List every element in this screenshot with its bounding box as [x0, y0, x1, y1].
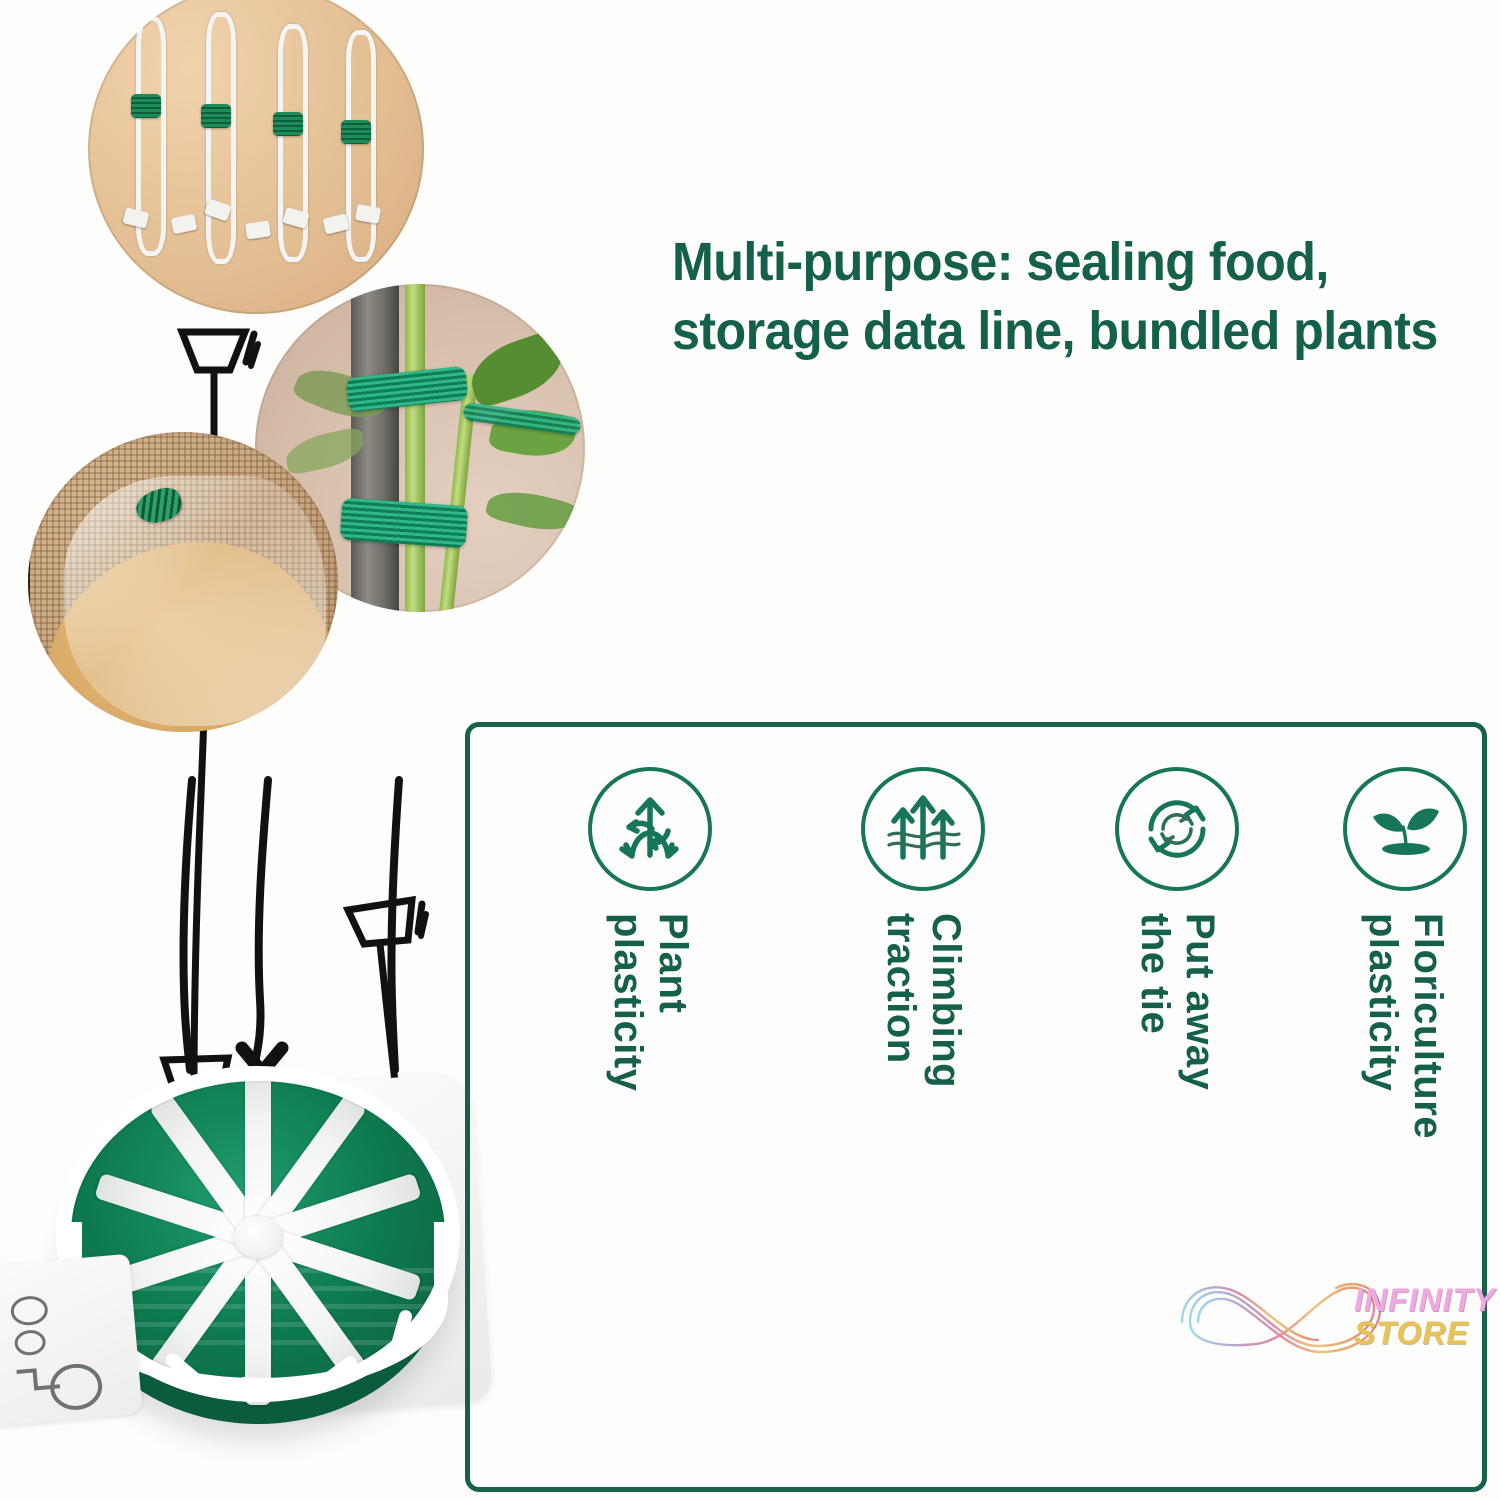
product-twist-tie-spool	[0, 1062, 510, 1500]
photo-usb-cables-bundled	[88, 0, 424, 314]
green-twist-tie	[201, 104, 231, 128]
feature-put-away-the-tie: Put away the tie	[1087, 767, 1267, 1095]
page-title: Multi-purpose: sealing food, storage dat…	[672, 228, 1438, 366]
feature-label: Plant plasticity	[606, 913, 695, 1092]
feature-climbing-traction: Climbing traction	[833, 767, 1013, 1093]
recycle-arrows-icon	[1115, 767, 1239, 891]
feature-label: Floriculture plasticity	[1361, 913, 1450, 1140]
wire-cutter-icon	[10, 1296, 103, 1410]
photo-plant-tied-to-stake	[255, 284, 585, 612]
features-panel: Plant plasticity	[465, 722, 1487, 1492]
feature-label: Climbing traction	[879, 913, 968, 1089]
headline-line-1: Multi-purpose: sealing food,	[672, 232, 1329, 292]
photo-bread-bag-sealed	[28, 432, 338, 732]
green-twist-tie	[339, 497, 469, 549]
sprout-icon	[1343, 767, 1467, 891]
green-twist-tie	[341, 120, 371, 144]
green-twist-tie	[131, 94, 161, 118]
three-arrows-waves-icon	[861, 767, 985, 891]
card-tab-with-cutter	[0, 1253, 143, 1427]
balloon-strings-lower-artwork	[179, 776, 403, 1079]
plant-arrows-icon	[588, 767, 712, 891]
feature-floriculture-plasticity: Floriculture plasticity	[1315, 767, 1495, 1144]
feature-plant-plasticity: Plant plasticity	[560, 767, 740, 1096]
green-twist-tie	[273, 112, 303, 136]
feature-label: Put away the tie	[1133, 913, 1222, 1091]
headline-line-2: storage data line, bundled plants	[672, 301, 1438, 362]
